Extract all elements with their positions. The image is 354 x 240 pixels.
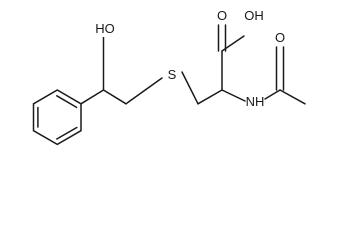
atom-label-sulfur: S [168,67,177,82]
chemical-structure-diagram: HO S O OH NH O [32,8,306,146]
bond-nitrogen-to-acyl [264,89,281,100]
bond-methylene-to-alpha-carbon [197,89,223,105]
aromatic-double-bond [56,126,78,140]
benzene-ring-outline [32,89,82,146]
benzene-ring [32,89,82,146]
bond-acyl-to-methyl [279,89,306,105]
atom-label-acid-hydroxyl: OH [244,8,264,23]
aromatic-double-bond [56,95,78,109]
atom-label-amide-nitrogen: NH [246,94,265,109]
atom-label-carbonyl-oxygen: O [217,8,227,23]
label-mask [92,20,118,37]
bond-alpha-to-nitrogen [221,89,246,102]
atom-label-amide-oxygen: O [275,30,285,45]
bond-ring-to-carbinol [80,89,105,105]
atom-label-alcohol-hydroxyl: HO [95,21,115,36]
bond-sulfur-to-methylene [181,71,199,105]
bond-carbinol-to-methylene [102,89,127,105]
bond-methylene-to-sulfur [125,77,163,105]
bond-carboxyl-to-hydroxyl [221,35,245,52]
